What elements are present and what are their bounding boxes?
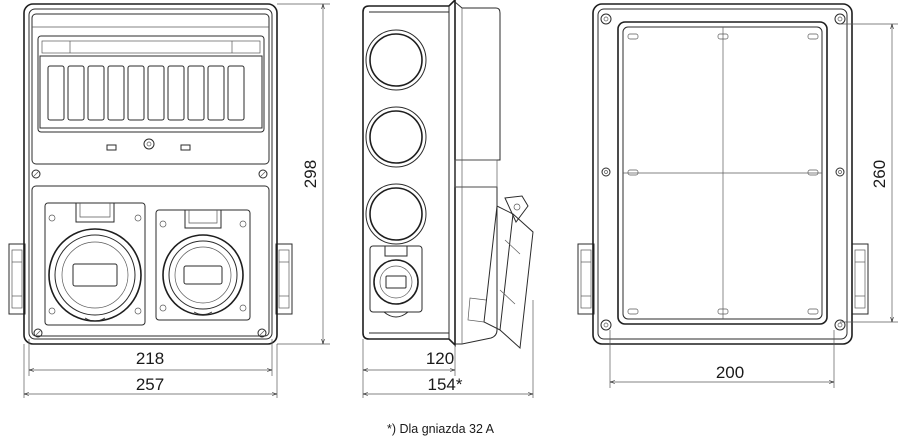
back-housing xyxy=(592,3,853,345)
cable-knockouts xyxy=(365,29,427,245)
dim-side-depth-total: 154* xyxy=(428,375,463,394)
front-view: 218 257 298 xyxy=(8,3,330,398)
socket-16a xyxy=(155,209,251,321)
mounting-plate xyxy=(617,21,828,325)
right-bracket xyxy=(275,243,293,315)
back-left-bracket xyxy=(577,243,595,315)
front-lower-screws xyxy=(33,328,267,338)
lower-panel xyxy=(31,185,270,337)
back-screws xyxy=(600,13,846,331)
left-bracket xyxy=(8,243,26,315)
side-view: 120 154* xyxy=(362,0,534,398)
front-upper-screws xyxy=(31,169,268,179)
dim-front-inner-width: 218 xyxy=(136,349,164,368)
upper-panel xyxy=(31,13,270,165)
footnote: *) Dla gniazda 32 A xyxy=(387,422,495,436)
breaker-modules xyxy=(47,65,245,121)
dim-back-height: 260 xyxy=(870,160,889,188)
plate-slots xyxy=(627,33,819,315)
dim-side-depth: 120 xyxy=(426,349,454,368)
dim-back-width: 200 xyxy=(716,363,744,382)
side-angled-socket xyxy=(467,195,534,350)
housing-outline xyxy=(23,3,278,345)
dim-front-outer-width: 257 xyxy=(136,375,164,394)
dim-front-height: 298 xyxy=(301,160,320,188)
back-right-bracket xyxy=(851,243,869,315)
side-socket xyxy=(369,245,423,318)
back-dimensions xyxy=(609,23,898,388)
side-dimensions xyxy=(362,300,534,398)
front-dimensions xyxy=(23,3,330,398)
breaker-lid xyxy=(37,35,265,133)
lock-icon xyxy=(143,138,155,150)
socket-32a xyxy=(44,202,146,326)
back-view: 200 260 xyxy=(577,3,898,388)
